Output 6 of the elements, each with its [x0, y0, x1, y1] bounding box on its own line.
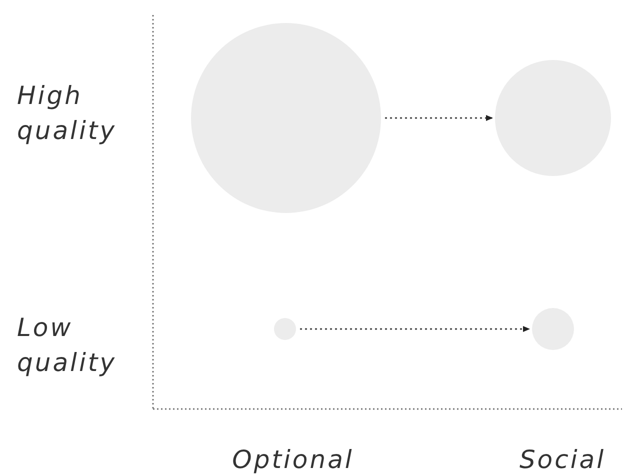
axis-label: High quality	[17, 80, 118, 147]
axis-label: Social	[518, 444, 607, 475]
dotted-arrow	[300, 326, 530, 332]
dotted-arrow	[385, 115, 493, 121]
axis-label: Low quality	[17, 312, 118, 379]
axis-label: Optional	[231, 444, 355, 475]
